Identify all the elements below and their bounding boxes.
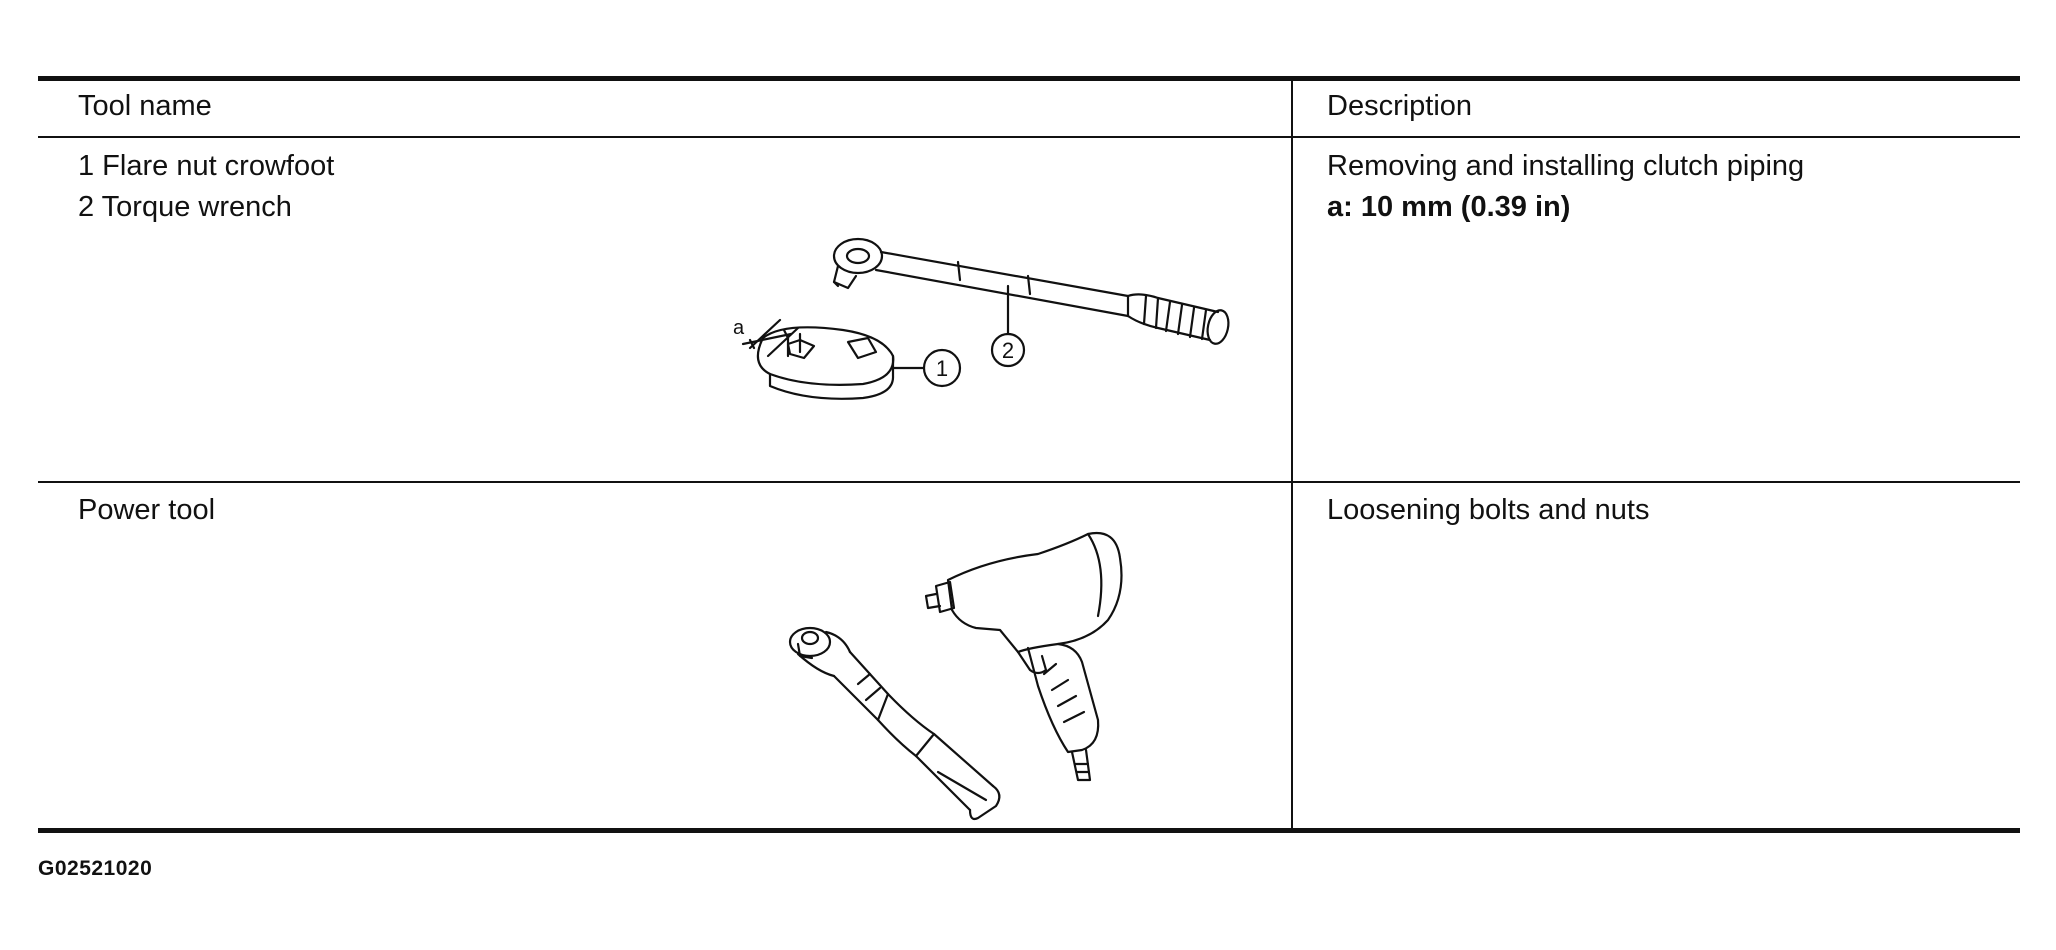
table-bottom-rule [38, 828, 2020, 833]
description-clutch-piping: Removing and installing clutch piping [1327, 150, 1805, 182]
dimension-label-a: a [733, 317, 745, 339]
callout-label-1: 1 [936, 356, 948, 381]
power-tools-illustration [788, 531, 1123, 821]
header-divider [38, 136, 2020, 138]
row-divider [38, 481, 2020, 483]
figure-id: G02521020 [38, 857, 153, 880]
torque-wrench-drawing [832, 237, 1230, 345]
crowfoot-torque-wrench-illustration: 1 2 a [733, 237, 1230, 400]
impact-wrench-drawing [924, 531, 1123, 782]
tool-name-power-tool: Power tool [78, 494, 216, 526]
header-tool-name: Tool name [78, 90, 212, 122]
flare-nut-crowfoot-drawing [741, 318, 926, 400]
tool-name-flare-nut-crowfoot: 1 Flare nut crowfoot [78, 150, 335, 182]
callout-label-2: 2 [1002, 338, 1014, 363]
special-tools-table: Tool name Description 1 Flare nut crowfo… [38, 76, 2020, 833]
spec-dimension-a: a: 10 mm (0.39 in) [1327, 191, 1571, 223]
table-top-rule [38, 76, 2020, 81]
callout-circle-2 [990, 332, 1026, 368]
header-description: Description [1327, 90, 1473, 122]
column-divider [1291, 81, 1293, 828]
description-loosening-bolts: Loosening bolts and nuts [1327, 494, 1650, 526]
air-ratchet-drawing [788, 626, 1001, 821]
tool-name-torque-wrench: 2 Torque wrench [78, 191, 292, 223]
callout-circle-1 [922, 348, 962, 388]
